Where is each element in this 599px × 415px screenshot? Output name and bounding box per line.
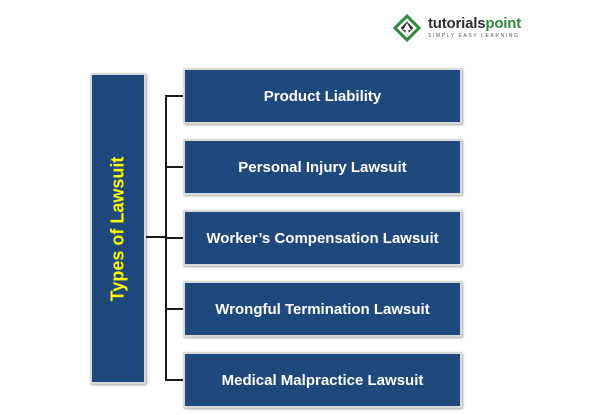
logo-word-part2: point [485, 15, 522, 32]
node-label: Worker’s Compensation Lawsuit [206, 229, 439, 247]
node-label: Personal Injury Lawsuit [238, 158, 407, 176]
logo-text: tutorialspoint SIMPLY EASY LEARNING [428, 16, 521, 40]
connector-branch-1 [165, 95, 183, 97]
node-label: Medical Malpractice Lawsuit [221, 371, 424, 389]
connector-branch-2 [165, 166, 183, 168]
node-product-liability: Product Liability [183, 68, 462, 124]
node-label: Wrongful Termination Lawsuit [215, 300, 430, 318]
node-medical-malpractice-lawsuit: Medical Malpractice Lawsuit [183, 352, 462, 408]
tutorialspoint-logo: tutorialspoint SIMPLY EASY LEARNING [390, 10, 521, 46]
logo-wordmark: tutorialspoint [428, 16, 521, 32]
root-node: Types of Lawsuit [90, 73, 146, 384]
node-personal-injury-lawsuit: Personal Injury Lawsuit [183, 139, 462, 195]
logo-tagline: SIMPLY EASY LEARNING [428, 33, 520, 39]
root-node-label: Types of Lawsuit [107, 156, 128, 301]
node-label: Product Liability [263, 87, 382, 105]
connector-branch-5 [165, 379, 183, 381]
connector-branch-3 [165, 237, 183, 239]
node-wrongful-termination-lawsuit: Wrongful Termination Lawsuit [183, 281, 462, 337]
tutorialspoint-logo-icon [392, 13, 422, 43]
connector-branch-4 [165, 308, 183, 310]
node-workers-compensation-lawsuit: Worker’s Compensation Lawsuit [183, 210, 462, 266]
logo-word-part1: tutorials [428, 15, 486, 32]
connector-trunk-stub [146, 236, 167, 238]
